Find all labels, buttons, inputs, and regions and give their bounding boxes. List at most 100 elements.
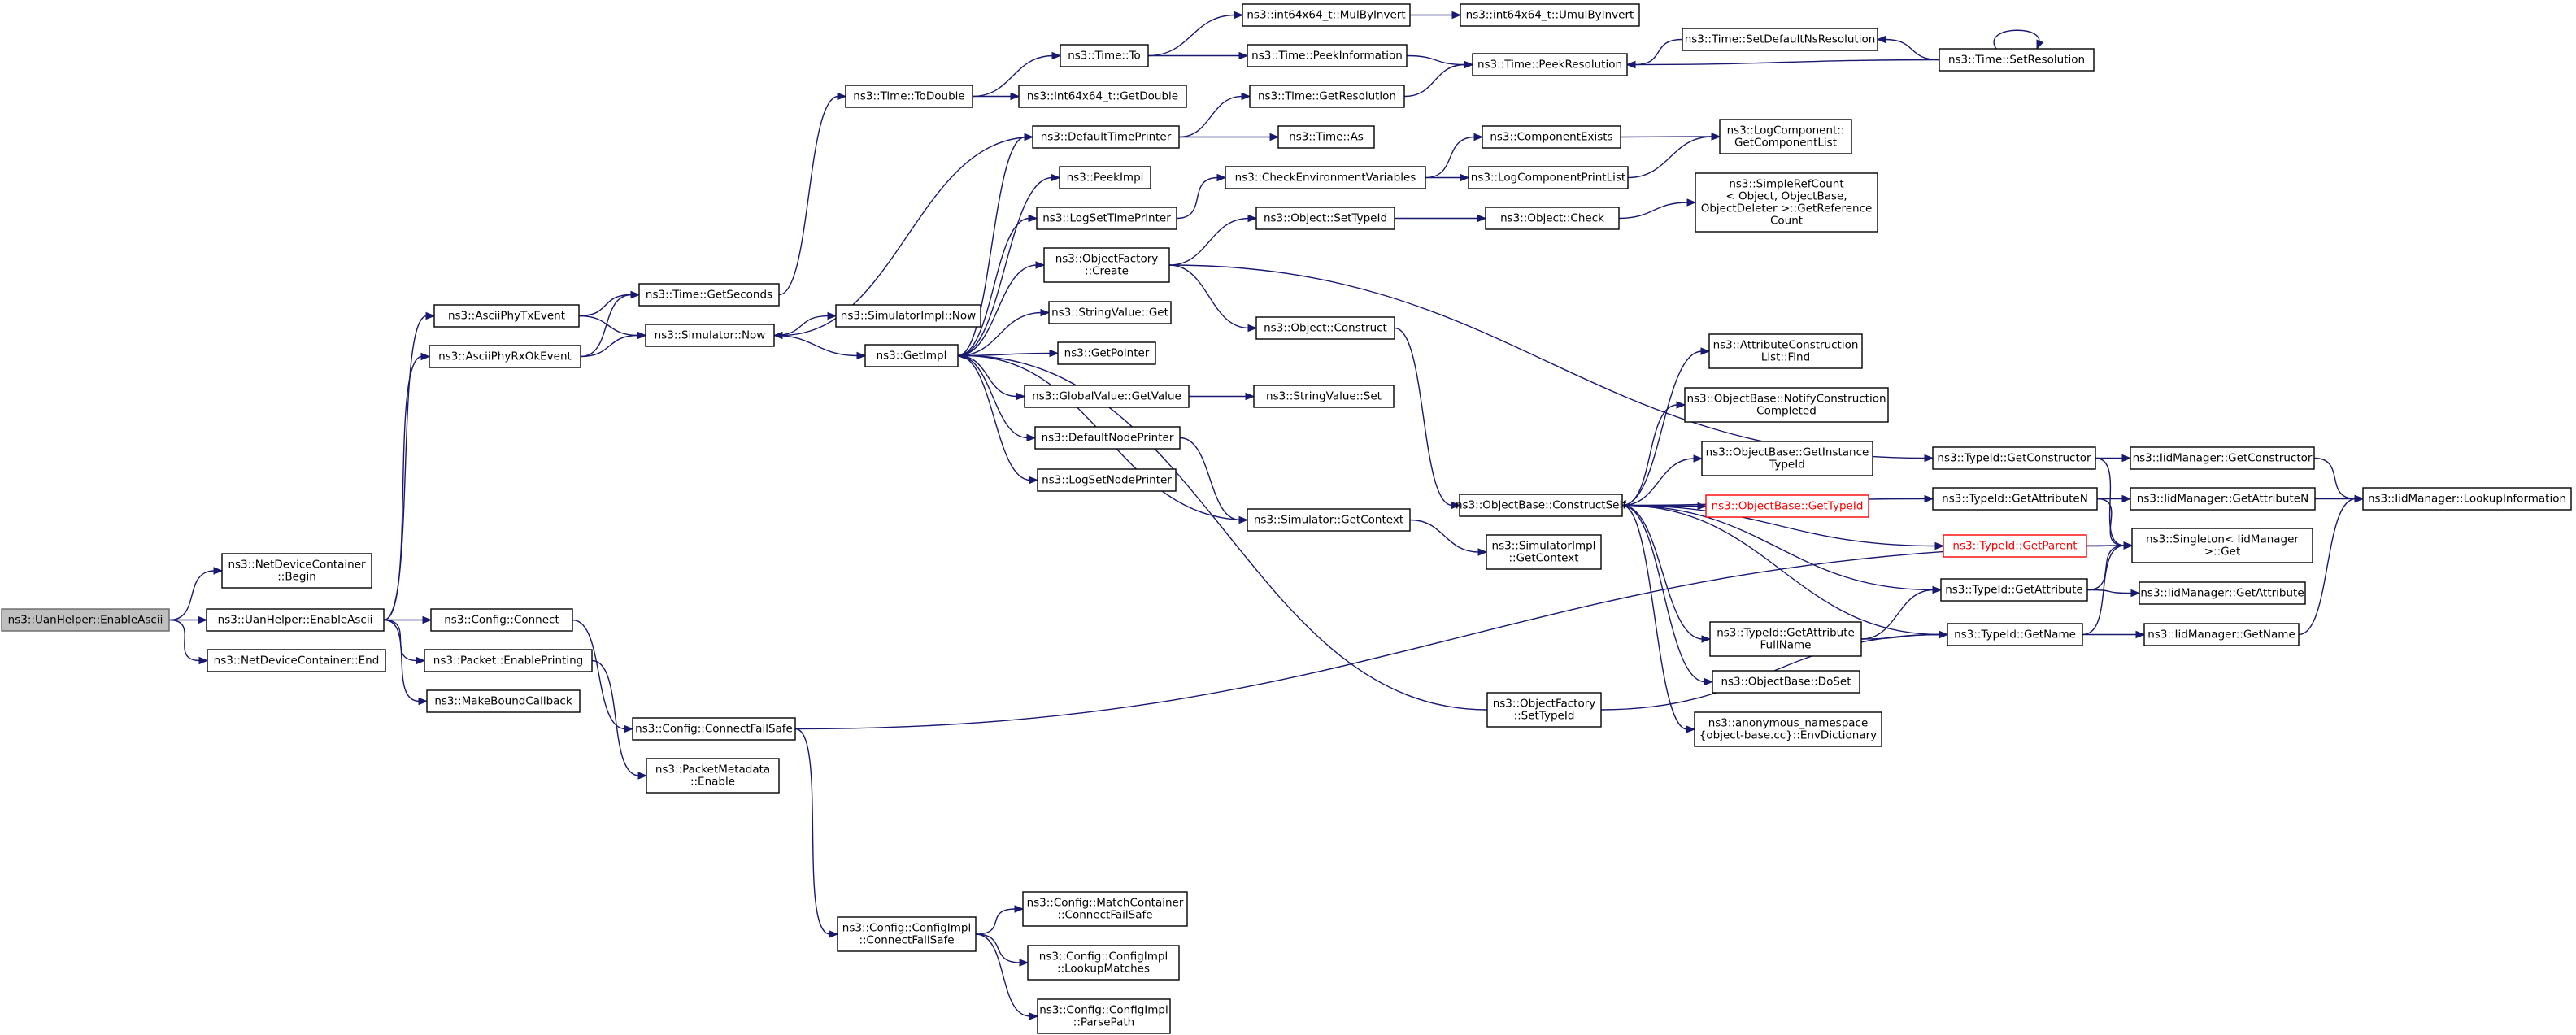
node-ns3-stringvalue-set[interactable]: ns3::StringValue::Set [1253, 385, 1395, 408]
node-label: ns3::TypeId::GetParent [1952, 540, 2077, 553]
node-box [1460, 3, 1640, 27]
node-ns3-objectfactory-create[interactable]: ns3::ObjectFactory::Create [1043, 247, 1170, 283]
node-ns3-time-todouble[interactable]: ns3::Time::ToDouble [845, 85, 973, 108]
arrowhead-icon [1477, 214, 1487, 223]
node-ns3-typeid-getparent[interactable]: ns3::TypeId::GetParent [1943, 534, 2087, 558]
node-ns3-object-check[interactable]: ns3::Object::Check [1485, 207, 1620, 230]
node-box [1242, 3, 1411, 27]
node-label: ns3::SimpleRefCount [1729, 178, 1843, 191]
node-ns3-objectbase-doset[interactable]: ns3::ObjectBase::DoSet [1712, 670, 1860, 694]
node-box [1247, 508, 1411, 532]
node-ns3-globalvalue-getvalue[interactable]: ns3::GlobalValue::GetValue [1024, 385, 1190, 408]
node-ns3-logcomponent-getcomponentlist[interactable]: ns3::LogComponent::GetComponentList [1719, 119, 1852, 154]
node-ns3-time-to[interactable]: ns3::Time::To [1060, 44, 1149, 67]
node-ns3-typeid-getname[interactable]: ns3::TypeId::GetName [1947, 623, 2083, 646]
node-ns3-checkenvironmentvariables[interactable]: ns3::CheckEnvironmentVariables [1225, 166, 1426, 189]
node-ns3-peekimpl[interactable]: ns3::PeekImpl [1059, 166, 1151, 189]
node-box [206, 608, 385, 632]
arrowhead-icon [1028, 214, 1038, 223]
node-ns3-packet-enableprinting[interactable]: ns3::Packet::EnablePrinting [424, 649, 593, 672]
node-ns3-netdevicecontainer-begin[interactable]: ns3::NetDeviceContainer::Begin [221, 553, 372, 589]
node-ns3-uanhelper-enableascii[interactable]: ns3::UanHelper::EnableAscii [1, 608, 170, 632]
node-ns3-simulatorimpl-getcontext[interactable]: ns3::SimulatorImpl::GetContext [1486, 534, 1602, 570]
node-ns3-time-peekinformation[interactable]: ns3::Time::PeekInformation [1247, 44, 1408, 67]
node-ns3-int64x64-t-umulbyinvert[interactable]: ns3::int64x64_t::UmulByInvert [1460, 3, 1640, 27]
node-ns3-object-construct[interactable]: ns3::Object::Construct [1255, 316, 1395, 340]
node-ns3-typeid-getconstructor[interactable]: ns3::TypeId::GetConstructor [1932, 446, 2096, 470]
node-ns3-logcomponentprintlist[interactable]: ns3::LogComponentPrintList [1468, 166, 1629, 189]
node-ns3-getpointer[interactable]: ns3::GetPointer [1057, 341, 1156, 365]
node-ns3-iidmanager-getattributen[interactable]: ns3::IidManager::GetAttributeN [2130, 487, 2316, 511]
node-ns3-stringvalue-get[interactable]: ns3::StringValue::Get [1048, 301, 1172, 324]
edge-n8-to-n13 [591, 659, 648, 780]
edge-n41-to-n53 [1621, 401, 1686, 507]
node-ns3-objectbase-constructself[interactable]: ns3::ObjectBase::ConstructSelf [1456, 494, 1627, 517]
node-ns3-simulatorimpl-now[interactable]: ns3::SimulatorImpl::Now [835, 304, 981, 328]
arrowhead-icon [1029, 1012, 1039, 1020]
node-ns3-time-setdefaultnsresolution[interactable]: ns3::Time::SetDefaultNsResolution [1682, 28, 1878, 51]
node-ns3-config-connect[interactable]: ns3::Config::Connect [430, 608, 573, 632]
node-ns3-config-configimpl-lookupmatches[interactable]: ns3::Config::ConfigImpl::LookupMatches [1027, 945, 1180, 981]
node-ns3-logsettimeprinter[interactable]: ns3::LogSetTimePrinter [1036, 207, 1177, 230]
node-ns3-netdevicecontainer-end[interactable]: ns3::NetDeviceContainer::End [207, 649, 386, 672]
edge-line [1179, 437, 1241, 521]
node-ns3-packetmetadata-enable[interactable]: ns3::PacketMetadata::Enable [646, 758, 780, 794]
node-ns3-time-setresolution[interactable]: ns3::Time::SetResolution [1939, 48, 2095, 72]
node-ns3-singleton-iidmanager-get[interactable]: ns3::Singleton< IidManager>::Get [2131, 528, 2313, 563]
node-ns3-defaulttimeprinter[interactable]: ns3::DefaultTimePrinter [1032, 125, 1180, 149]
node-ns3-time-getseconds[interactable]: ns3::Time::GetSeconds [638, 283, 780, 307]
node-ns3-simplerefcount-object-objectbase-objectdeleter-getreference-count[interactable]: ns3::SimpleRefCount< Object, ObjectBase,… [1695, 172, 1878, 233]
node-ns3-componentexists[interactable]: ns3::ComponentExists [1482, 125, 1621, 149]
node-ns3-int64x64-t-mulbyinvert[interactable]: ns3::int64x64_t::MulByInvert [1242, 3, 1411, 27]
node-ns3-time-as[interactable]: ns3::Time::As [1277, 125, 1375, 149]
node-ns3-typeid-getattributen[interactable]: ns3::TypeId::GetAttributeN [1932, 487, 2098, 511]
node-ns3-object-settypeid[interactable]: ns3::Object::SetTypeId [1255, 207, 1395, 230]
node-ns3-getimpl[interactable]: ns3::GetImpl [864, 344, 959, 367]
edge-line [1860, 589, 1934, 640]
node-ns3-objectbase-gettypeid[interactable]: ns3::ObjectBase::GetTypeId [1705, 494, 1869, 518]
node-ns3-uanhelper-enableascii[interactable]: ns3::UanHelper::EnableAscii [206, 608, 385, 632]
arrowhead-icon [1051, 51, 1062, 60]
node-ns3-asciiphyrxokevent[interactable]: ns3::AsciiPhyRxOkEvent [429, 345, 581, 368]
node-ns3-anonymous-namespace-object-base-cc-envdictionary[interactable]: ns3::anonymous_namespace{object-base.cc}… [1694, 711, 1882, 747]
edge-line [578, 294, 633, 317]
node-ns3-asciiphytxevent[interactable]: ns3::AsciiPhyTxEvent [433, 304, 580, 328]
node-ns3-config-matchcontainer-connectfailsafe[interactable]: ns3::Config::MatchContainer::ConnectFail… [1022, 891, 1188, 927]
node-ns3-defaultnodeprinter[interactable]: ns3::DefaultNodePrinter [1034, 426, 1181, 450]
node-ns3-iidmanager-getattribute[interactable]: ns3::IidManager::GetAttribute [2139, 581, 2306, 605]
node-ns3-config-configimpl-parsepath[interactable]: ns3::Config::ConfigImpl::ParsePath [1037, 998, 1171, 1034]
node-label: ns3::SimulatorImpl::Now [841, 310, 976, 323]
node-ns3-int64x64-t-getdouble[interactable]: ns3::int64x64_t::GetDouble [1018, 85, 1187, 108]
node-ns3-time-peekresolution[interactable]: ns3::Time::PeekResolution [1472, 53, 1628, 76]
node-label: ns3::anonymous_namespace [1708, 717, 1869, 730]
edge-n12-to-n67 [794, 541, 2134, 730]
edge-line [1425, 136, 1476, 179]
node-box [1486, 534, 1602, 570]
node-ns3-iidmanager-getconstructor[interactable]: ns3::IidManager::GetConstructor [2130, 446, 2315, 470]
node-ns3-objectfactory-settypeid[interactable]: ns3::ObjectFactory::SetTypeId [1486, 692, 1602, 728]
node-label: ::ConnectFailSafe [1057, 909, 1152, 922]
node-ns3-time-getresolution[interactable]: ns3::Time::GetResolution [1249, 85, 1405, 108]
arrowhead-icon [1625, 60, 1636, 69]
edge-line [975, 933, 1031, 1017]
node-ns3-simulator-getcontext[interactable]: ns3::Simulator::GetContext [1247, 508, 1411, 532]
node-ns3-config-configimpl-connectfailsafe[interactable]: ns3::Config::ConfigImpl::ConnectFailSafe [837, 916, 977, 952]
node-ns3-makeboundcallback[interactable]: ns3::MakeBoundCallback [426, 689, 581, 713]
node-ns3-logsetnodeprinter[interactable]: ns3::LogSetNodePrinter [1037, 468, 1177, 492]
node-label: ns3::int64x64_t::GetDouble [1027, 90, 1178, 103]
arrowhead-icon [1049, 349, 1060, 358]
node-ns3-objectbase-notifyconstruction-completed[interactable]: ns3::ObjectBase::NotifyConstructionCompl… [1684, 387, 1889, 423]
node-label: ns3::ObjectFactory [1055, 253, 1159, 266]
node-ns3-simulator-now[interactable]: ns3::Simulator::Now [645, 324, 775, 347]
node-ns3-iidmanager-lookupinformation[interactable]: ns3::IidManager::LookupInformation [2362, 487, 2572, 511]
node-box [1036, 207, 1177, 230]
node-label: ns3::GetPointer [1064, 347, 1150, 360]
edge-n3-to-n6 [383, 352, 431, 621]
node-ns3-config-connectfailsafe[interactable]: ns3::Config::ConnectFailSafe [632, 717, 796, 741]
node-ns3-iidmanager-getname[interactable]: ns3::IidManager::GetName [2143, 623, 2300, 646]
node-ns3-typeid-getattribute[interactable]: ns3::TypeId::GetAttribute [1940, 578, 2088, 602]
arrowhead-icon [1686, 198, 1697, 207]
